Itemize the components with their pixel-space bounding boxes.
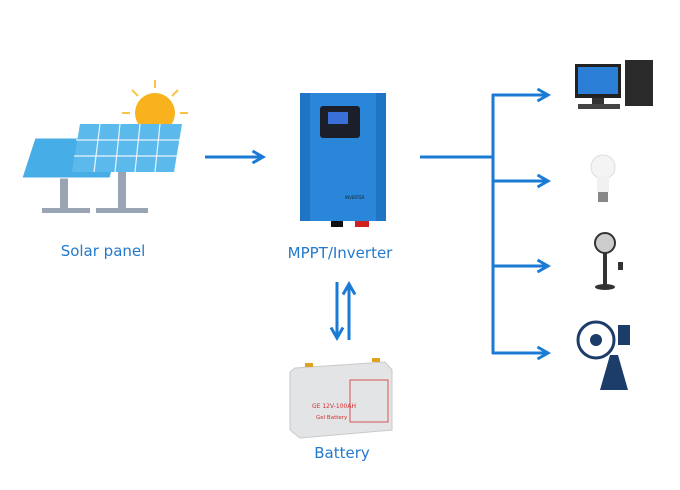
inverter-icon: INVERTER — [300, 93, 386, 227]
solar-panel-icon — [21, 123, 182, 213]
solar-panel-label: Solar panel — [60, 242, 146, 260]
industrial-fan-icon — [576, 320, 630, 390]
battery-label: Battery — [314, 444, 370, 462]
sun-icon — [122, 80, 188, 137]
output-bus — [420, 87, 552, 361]
battery-icon: GE 12V-100AH Gel Battery — [289, 358, 393, 439]
standing-fan-icon — [594, 232, 623, 290]
light-bulb-icon — [590, 154, 616, 202]
inverter-label: MPPT/Inverter — [287, 244, 393, 262]
battery-type-text: Gel Battery — [316, 415, 348, 421]
battery-model-text: GE 12V-100AH — [312, 403, 356, 410]
inverter-brand-text: INVERTER — [345, 195, 365, 200]
computer-icon — [575, 60, 653, 109]
